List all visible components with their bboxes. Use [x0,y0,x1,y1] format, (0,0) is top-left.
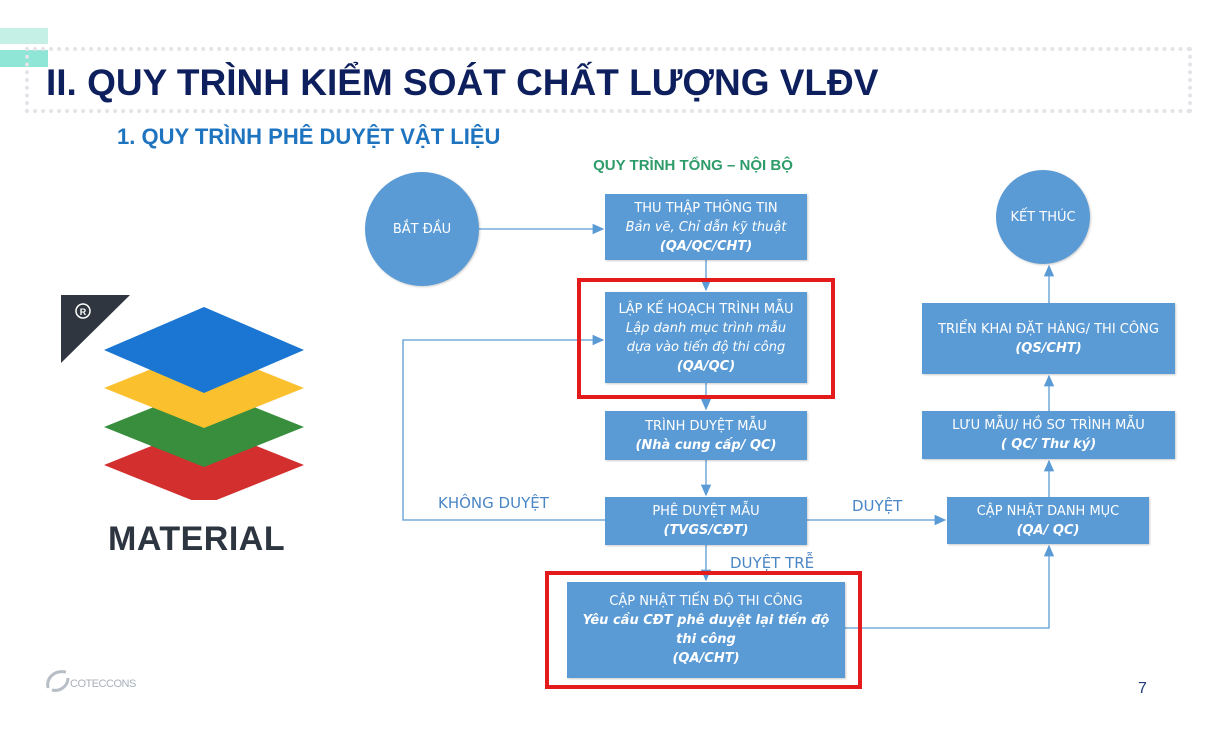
highlight-schedule [545,571,862,689]
slide-subtitle: 1. QUY TRÌNH PHÊ DUYỆT VẬT LIỆU [117,124,501,149]
node-owner: (QA/CHT) [672,651,740,666]
node-owner: (Nhà cung cấp/ QC) [635,437,777,453]
node-plan-samples[interactable]: LẬP KẾ HOẠCH TRÌNH MẪU Lập danh mục trìn… [605,292,807,383]
node-title: LƯU MẪU/ HỒ SƠ TRÌNH MẪU [952,418,1145,433]
node-owner: (TVGS/CĐT) [663,523,749,538]
node-end[interactable]: KẾT THÚC [996,170,1090,264]
page-number: 7 [1138,680,1147,697]
relay-pm-badge-icon [61,295,130,363]
node-start[interactable]: BẮT ĐẦU [365,172,479,286]
node-archive[interactable]: LƯU MẪU/ HỒ SƠ TRÌNH MẪU ( QC/ Thư ký) [922,411,1175,459]
node-update-schedule[interactable]: CẬP NHẬT TIẾN ĐỘ THI CÔNG Yêu cầu CĐT ph… [567,582,845,678]
node-deploy[interactable]: TRIỂN KHAI ĐẶT HÀNG/ THI CÔNG (QS/CHT) [922,303,1175,374]
node-title: LẬP KẾ HOẠCH TRÌNH MẪU [618,301,794,317]
node-title: THU THẬP THÔNG TIN [634,200,778,216]
node-end-label: KẾT THÚC [1010,209,1076,225]
title-frame [25,47,1192,113]
decor-bar-dark [0,50,48,67]
arrow-schedule-update [845,544,1055,629]
node-desc: Yêu cầu CĐT phê duyệt lại tiến độ thi cô… [582,613,830,647]
node-collect-info[interactable]: THU THẬP THÔNG TIN Bản vẽ, Chỉ dẫn kỹ th… [605,194,807,260]
node-title: CẬP NHẬT TIẾN ĐỘ THI CÔNG [609,594,803,609]
node-owner: (QS/CHT) [1015,340,1082,356]
label-rejected: KHÔNG DUYỆT [438,494,549,512]
slide-title: II. QUY TRÌNH KIỂM SOÁT CHẤT LƯỢNG VLĐV [46,62,879,103]
node-submit-samples[interactable]: TRÌNH DUYỆT MẪU (Nhà cung cấp/ QC) [605,411,807,460]
arrow-rejected-loop [402,334,605,521]
coteccons-logo-icon [46,670,70,692]
node-owner: (QA/QC) [676,358,736,374]
node-update-list[interactable]: CẬP NHẬT DANH MỤC (QA/ QC) [947,497,1149,544]
svg-text:R: R [80,307,87,317]
node-approve-samples[interactable]: PHÊ DUYỆT MẪU (TVGS/CĐT) [605,497,807,545]
node-start-label: BẮT ĐẦU [392,221,452,237]
label-late-approval: DUYỆT TRỄ [730,554,815,572]
layer-blue [104,307,304,393]
material-logo-text: MATERIAL [108,520,286,558]
decor-bar-light [0,28,48,44]
highlight-plan [577,278,835,399]
node-owner: ( QC/ Thư ký) [1000,437,1097,452]
node-desc: dựa vào tiến độ thi công [626,339,786,355]
flow-heading: QUY TRÌNH TỔNG – NỘI BỘ [593,157,793,174]
node-desc: Lập danh mục trình mẫu [625,320,787,336]
node-desc: Bản vẽ, Chỉ dẫn kỹ thuật [625,219,787,235]
coteccons-logo-text: COTECCONS [70,678,136,690]
label-approved: DUYỆT [852,497,903,515]
material-logo-icon: R [61,295,304,500]
node-owner: (QA/QC/CHT) [659,238,753,254]
node-title: TRIỂN KHAI ĐẶT HÀNG/ THI CÔNG [938,321,1159,337]
node-title: PHÊ DUYỆT MẪU [652,504,760,519]
node-title: CẬP NHẬT DANH MỤC [976,503,1120,519]
node-owner: (QA/ QC) [1016,522,1080,538]
node-title: TRÌNH DUYỆT MẪU [645,418,767,434]
